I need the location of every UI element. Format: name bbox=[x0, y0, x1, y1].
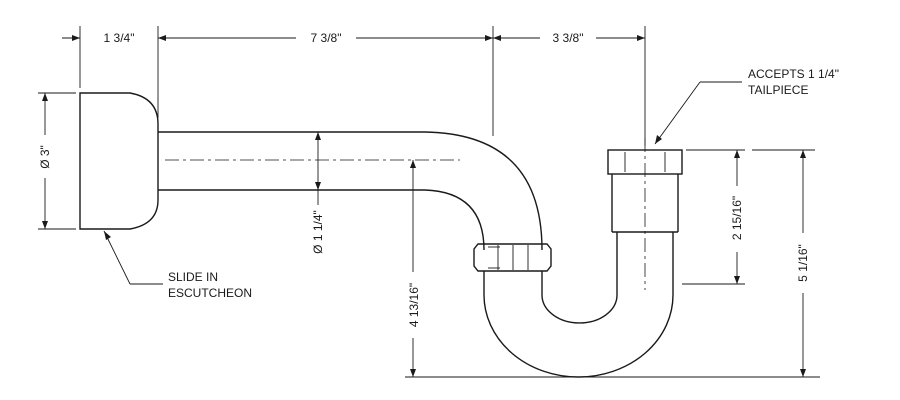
dim-tailpiece-to-bend: 2 15/16" bbox=[730, 196, 744, 240]
tailpiece-leader bbox=[654, 81, 742, 145]
escutcheon bbox=[79, 92, 159, 230]
overall-height-dim bbox=[752, 149, 815, 377]
dim-pipe-diameter: Ø 1 1/4" bbox=[311, 210, 325, 254]
dim-arm-to-bottom: 4 13/16" bbox=[407, 283, 421, 327]
trap-j-bend bbox=[483, 240, 674, 378]
callout-escutcheon-line1: SLIDE IN bbox=[168, 270, 218, 284]
escutcheon-leader bbox=[103, 230, 163, 285]
dim-arm-length: 7 3/8" bbox=[311, 31, 342, 45]
escutcheon-diameter-dim bbox=[38, 92, 76, 230]
left-slip-nut bbox=[473, 243, 552, 272]
callout-tailpiece-line1: ACCEPTS 1 1/4" bbox=[748, 67, 839, 81]
dim-escutcheon-length: 1 3/4" bbox=[104, 31, 135, 45]
trap-arm bbox=[158, 131, 543, 251]
pipe-diameter-dim bbox=[315, 132, 321, 205]
tailpiece-connection bbox=[607, 138, 683, 290]
top-dimension-chain bbox=[62, 26, 646, 146]
dim-escutcheon-diameter: Ø 3" bbox=[38, 145, 52, 169]
dim-overall-height: 5 1/16" bbox=[796, 244, 810, 282]
tailpiece-to-bend-dim bbox=[682, 149, 745, 285]
dim-trap-width: 3 3/8" bbox=[553, 31, 584, 45]
callout-escutcheon-line2: ESCUTCHEON bbox=[168, 286, 252, 300]
arm-to-bottom-dim bbox=[405, 160, 820, 378]
callout-tailpiece-line2: TAILPIECE bbox=[748, 83, 808, 97]
